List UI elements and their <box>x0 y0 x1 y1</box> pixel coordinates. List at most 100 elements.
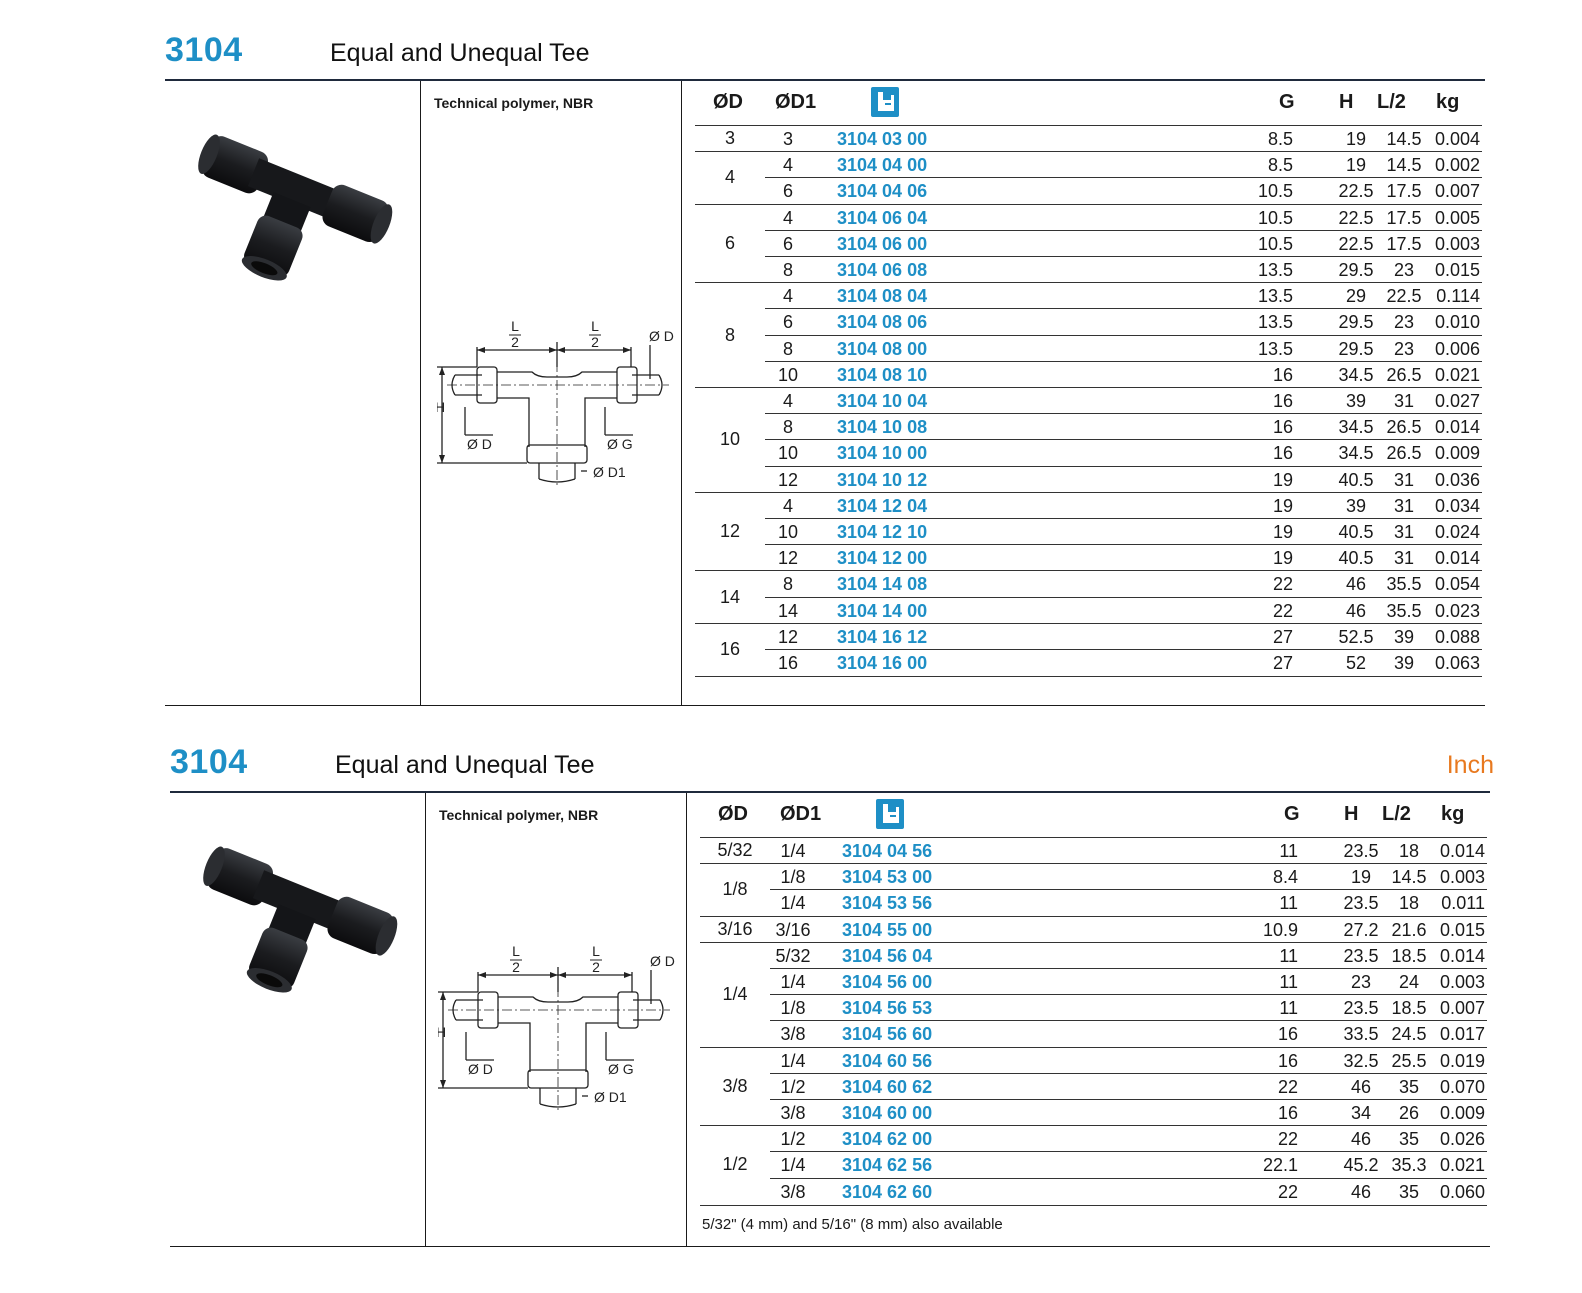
cell-article-code[interactable]: 3104 06 04 <box>837 207 928 228</box>
cell-h: 52.5 <box>1338 626 1374 647</box>
cell-article-code[interactable]: 3104 08 00 <box>837 338 928 359</box>
cell-g: 10.5 <box>1257 233 1293 254</box>
cell-g: 16 <box>1272 443 1293 464</box>
cell-article-code[interactable]: 3104 60 62 <box>842 1076 933 1097</box>
cell-article-code[interactable]: 3104 16 00 <box>837 653 928 673</box>
cell-kg: 0.014 <box>1439 945 1485 966</box>
cell-article-code[interactable]: 3104 62 60 <box>842 1181 933 1202</box>
cell-h: 45.2 <box>1343 1155 1379 1176</box>
cell-h: 52 <box>1345 653 1367 673</box>
cell-g: 16 <box>1272 417 1293 438</box>
cell-article-code[interactable]: 3104 60 00 <box>842 1103 933 1123</box>
cell-article-code[interactable]: 3104 16 12 <box>837 626 928 647</box>
cell-article-code[interactable]: 3104 06 08 <box>837 260 928 280</box>
cell-article-code[interactable]: 3104 06 00 <box>837 233 928 254</box>
cell-article-code[interactable]: 3104 08 06 <box>837 312 928 333</box>
cell-l2: 18.5 <box>1391 998 1427 1019</box>
cell-od: 10 <box>695 388 765 492</box>
cell-article-code[interactable]: 3104 04 00 <box>837 155 928 176</box>
cell-article-code[interactable]: 3104 12 10 <box>837 522 928 542</box>
cell-od1: 4 <box>782 286 793 307</box>
cell-h: 23.5 <box>1343 841 1379 861</box>
cell-h: 19 <box>1350 867 1372 888</box>
cell-od: 1/8 <box>700 864 770 916</box>
cell-article-code[interactable]: 3104 55 00 <box>842 919 933 940</box>
cell-article-code[interactable]: 3104 12 04 <box>837 495 928 516</box>
cell-od1: 8 <box>782 260 793 280</box>
cell-article-code[interactable]: 3104 10 08 <box>837 417 928 438</box>
cell-article-code[interactable]: 3104 14 08 <box>837 574 928 595</box>
cell-l2: 17.5 <box>1386 181 1422 202</box>
cell-l2: 23 <box>1393 338 1415 359</box>
cell-kg: 0.010 <box>1434 312 1480 333</box>
cell-kg: 0.019 <box>1439 1050 1485 1071</box>
drawing-label-od1: Ø D1 <box>594 1089 627 1105</box>
cell-od: 1/2 <box>700 1126 770 1204</box>
cell-article-code[interactable]: 3104 10 12 <box>837 469 928 490</box>
cell-g: 22 <box>1272 600 1293 621</box>
cell-od1: 1/4 <box>780 893 806 914</box>
cell-od1: 1/4 <box>780 1155 806 1176</box>
material-label: Technical polymer, NBR <box>439 807 599 823</box>
cell-g: 13.5 <box>1257 260 1293 280</box>
cell-od1: 16 <box>777 653 799 673</box>
header-h: H <box>1344 803 1359 825</box>
cell-l2: 14.5 <box>1386 155 1422 176</box>
cell-kg: 0.014 <box>1434 548 1480 569</box>
cell-article-code[interactable]: 3104 08 10 <box>837 364 928 385</box>
cell-article-code[interactable]: 3104 56 60 <box>842 1024 933 1045</box>
cell-article-code[interactable]: 3104 53 00 <box>842 867 933 888</box>
cell-od1: 3/16 <box>775 919 811 940</box>
cell-kg: 0.015 <box>1434 260 1480 280</box>
cell-kg: 0.060 <box>1439 1181 1485 1202</box>
cell-g: 11 <box>1279 972 1298 992</box>
cell-article-code[interactable]: 3104 62 00 <box>842 1129 933 1150</box>
cell-h: 22.5 <box>1338 181 1374 202</box>
cell-article-code[interactable]: 3104 62 56 <box>842 1155 933 1176</box>
cell-od: 14 <box>695 571 765 623</box>
cell-article-code[interactable]: 3104 14 00 <box>837 600 928 621</box>
cell-g: 19 <box>1272 469 1293 490</box>
cell-kg: 0.003 <box>1439 867 1485 888</box>
cell-h: 32.5 <box>1343 1050 1379 1071</box>
cell-l2: 39 <box>1393 653 1415 673</box>
cell-article-code[interactable]: 3104 04 06 <box>837 181 928 202</box>
cell-article-code[interactable]: 3104 56 53 <box>842 998 933 1019</box>
drawing-label-l_den: 2 <box>592 959 600 975</box>
cell-h: 46 <box>1345 600 1367 621</box>
cell-article-code[interactable]: 3104 53 56 <box>842 893 933 914</box>
cell-article-code[interactable]: 3104 10 00 <box>837 443 928 464</box>
cell-od1: 1/8 <box>780 867 806 888</box>
cell-od1: 8 <box>782 417 793 438</box>
cell-article-code[interactable]: 3104 12 00 <box>837 548 928 569</box>
cell-l2: 25.5 <box>1391 1050 1427 1071</box>
cell-g: 8.5 <box>1267 155 1293 176</box>
cell-h: 39 <box>1345 495 1367 516</box>
cell-article-code[interactable]: 3104 03 00 <box>837 129 928 149</box>
cell-l2: 26.5 <box>1386 443 1422 464</box>
cell-article-code[interactable]: 3104 10 04 <box>837 391 928 411</box>
cell-h: 29.5 <box>1338 312 1374 333</box>
cell-l2: 31 <box>1393 495 1415 516</box>
section-bottom-rule <box>170 1245 1490 1247</box>
cell-article-code[interactable]: 3104 56 00 <box>842 972 933 992</box>
cell-kg: 0.011 <box>1441 893 1485 914</box>
cell-od1: 6 <box>782 312 793 333</box>
cell-article-code[interactable]: 3104 04 56 <box>842 841 933 861</box>
cell-article-code[interactable]: 3104 08 04 <box>837 286 928 307</box>
cell-l2: 18 <box>1398 893 1420 914</box>
cell-article-code[interactable]: 3104 56 04 <box>842 945 933 966</box>
cell-l2: 17.5 <box>1386 207 1422 228</box>
cell-article-code[interactable]: 3104 60 56 <box>842 1050 933 1071</box>
